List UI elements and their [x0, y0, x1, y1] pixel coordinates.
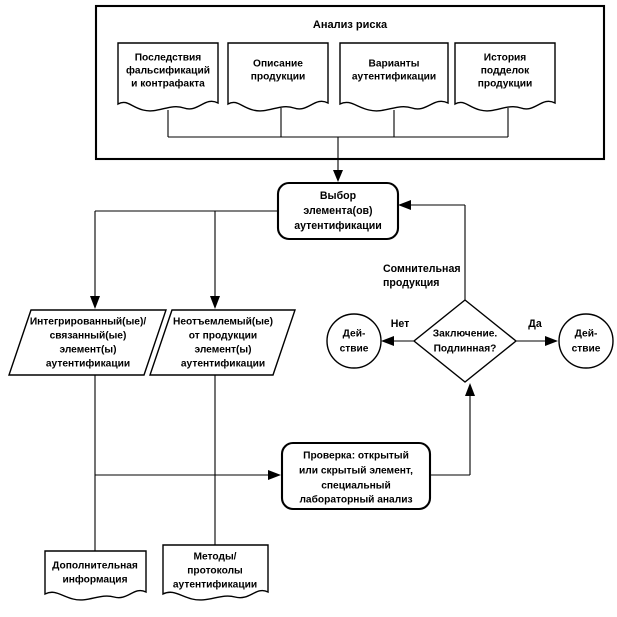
node-integrated-line-2: связанный(ые)	[50, 331, 127, 342]
node-inseparable-line-2: от продукции	[189, 331, 257, 342]
risk-analysis-group-border	[94, 4, 606, 161]
label-suspect-product-line-2: продукция	[383, 277, 439, 289]
node-integrated-line-1: Интегрированный(ые)/	[30, 317, 147, 328]
node-decision: Заключение. Подлинная?	[412, 299, 518, 383]
document-history-line-3: продукции	[478, 79, 533, 90]
node-selection: Выбор элемента(ов) аутентификации	[276, 181, 400, 241]
node-action-right-shape	[558, 313, 614, 369]
document-methods-line-1: Методы/	[194, 552, 237, 563]
document-options-line-2: аутентификации	[352, 71, 436, 83]
node-integrated-line-4: аутентификации	[46, 358, 130, 370]
node-integrated-line-3: элемент(ы)	[59, 345, 116, 356]
document-history-line-2: подделок	[481, 66, 530, 77]
label-yes: Да	[528, 318, 542, 330]
document-history-shape	[454, 42, 556, 112]
document-description-line-2: продукции	[251, 72, 306, 83]
node-inspection-line-2: или скрытый элемент,	[299, 466, 413, 477]
node-inseparable-line-4: аутентификации	[181, 358, 265, 370]
arrow-to-inspection	[268, 470, 281, 480]
node-inseparable: Неотъемлемый(ые) от продукции элемент(ы)…	[149, 309, 296, 376]
node-inspection-shape	[280, 441, 432, 511]
document-description: Описание продукции	[227, 42, 329, 112]
node-inseparable-line-1: Неотъемлемый(ые)	[173, 317, 273, 328]
node-inspection: Проверка: открытый или скрытый элемент, …	[280, 441, 432, 511]
label-suspect-product: Сомнительная продукция	[383, 263, 461, 289]
arrow-to-inseparable	[210, 296, 220, 309]
document-consequences-line-2: фальсификаций	[126, 65, 210, 77]
node-inspection-line-4: лабораторный анализ	[299, 494, 412, 506]
document-description-line-1: Описание	[253, 59, 303, 70]
arrow-to-selection	[333, 170, 343, 182]
decision-no-branch: Нет	[381, 318, 414, 346]
document-methods-line-2: протоколы	[187, 566, 243, 577]
document-consequences-line-3: и контрафакта	[131, 78, 205, 90]
to-inspection-connector	[95, 470, 281, 480]
document-options-shape	[339, 42, 449, 112]
document-methods-line-3: аутентификации	[173, 579, 257, 591]
node-action-left: Дей- ствие	[326, 313, 382, 369]
node-action-left-line-1: Дей-	[343, 329, 366, 340]
node-action-left-shape	[326, 313, 382, 369]
inspection-to-decision-connector	[430, 383, 475, 476]
node-selection-line-2: элемента(ов)	[303, 205, 372, 217]
document-options-line-1: Варианты	[368, 59, 419, 70]
node-action-left-line-2: ствие	[340, 344, 369, 355]
document-extra-info-line-1: Дополнительная	[52, 561, 138, 572]
parallelogram-down-connectors	[94, 375, 216, 551]
document-options: Варианты аутентификации	[339, 42, 449, 112]
document-consequences-shape	[117, 42, 219, 112]
document-consequences: Последствия фальсификаций и контрафакта	[117, 42, 219, 112]
arrow-yes-to-action-right	[545, 336, 558, 346]
node-inspection-line-1: Проверка: открытый	[303, 451, 409, 462]
document-extra-info-shape	[44, 550, 147, 601]
node-selection-line-1: Выбор	[320, 190, 357, 202]
document-history: История подделок продукции	[454, 42, 556, 112]
node-integrated: Интегрированный(ые)/ связанный(ые) элеме…	[8, 309, 167, 376]
decision-to-selection-loop	[398, 200, 466, 300]
documents-bus-connector	[167, 108, 509, 182]
arrow-to-decision	[465, 383, 475, 396]
decision-yes-branch: Да	[516, 318, 558, 346]
label-no: Нет	[391, 318, 410, 330]
arrow-no-to-action-left	[381, 336, 394, 346]
node-action-right-line-2: ствие	[572, 344, 601, 355]
document-methods: Методы/ протоколы аутентификации	[162, 544, 269, 601]
node-action-right-line-1: Дей-	[575, 329, 598, 340]
document-extra-info: Дополнительная информация	[44, 550, 147, 601]
node-decision-line-1: Заключение.	[433, 329, 498, 340]
document-description-shape	[227, 42, 329, 112]
node-inspection-line-3: специальный	[321, 481, 391, 492]
document-history-line-1: История	[484, 53, 527, 64]
node-inseparable-shape	[149, 309, 296, 376]
document-consequences-line-1: Последствия	[135, 53, 202, 64]
label-suspect-product-line-1: Сомнительная	[383, 263, 461, 275]
node-inseparable-line-3: элемент(ы)	[194, 345, 251, 356]
arrow-to-integrated	[90, 296, 100, 309]
selection-fanout-connector	[90, 210, 278, 309]
group-title: Анализ риска	[313, 19, 388, 31]
node-selection-line-3: аутентификации	[294, 220, 382, 232]
document-methods-shape	[162, 544, 269, 601]
node-decision-shape	[412, 299, 518, 383]
arrow-loop-to-selection	[398, 200, 411, 210]
document-extra-info-line-2: информация	[62, 574, 127, 586]
node-action-right: Дей- ствие	[558, 313, 614, 369]
node-decision-line-2: Подлинная?	[434, 344, 497, 355]
node-integrated-shape	[8, 309, 167, 376]
